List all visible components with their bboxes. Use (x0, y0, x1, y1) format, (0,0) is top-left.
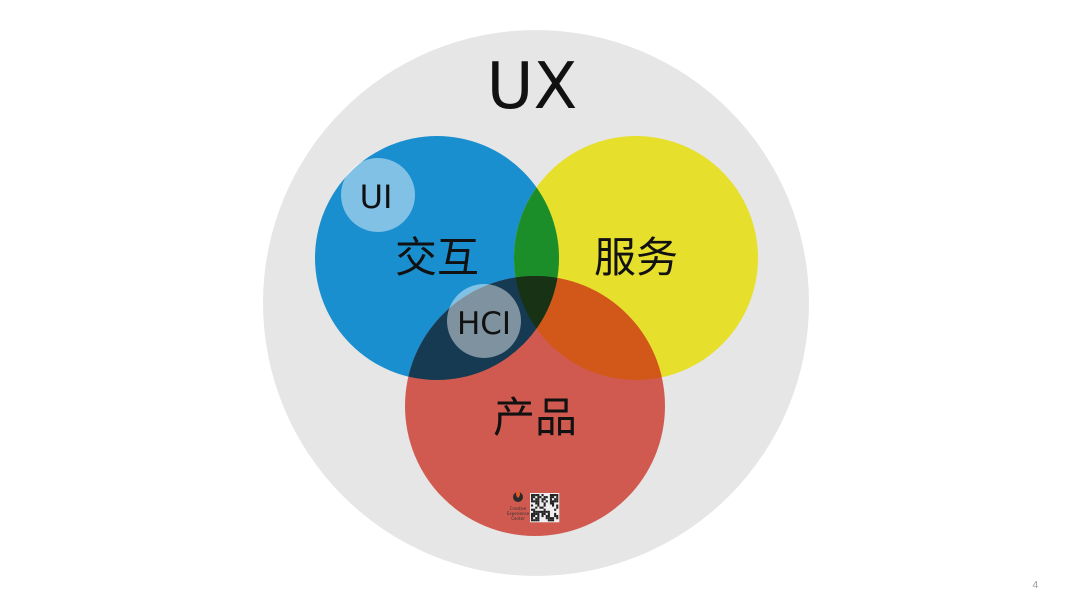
product-label: 产品 (493, 393, 577, 442)
ui-label: UI (360, 178, 393, 216)
qr-code (530, 493, 560, 523)
logo-text-2: Experience (507, 511, 530, 516)
service-product-overlap (514, 276, 665, 380)
page-number: 4 (1032, 580, 1038, 591)
brand-logo: Creative Experience Center (507, 490, 530, 521)
hci-badge (447, 284, 521, 358)
hci-label: HCI (457, 306, 511, 342)
logo-text-3: Center (511, 516, 525, 521)
service-label: 服务 (594, 233, 678, 282)
interaction-label: 交互 (395, 233, 479, 282)
ux-label: UX (487, 50, 578, 124)
interaction-product-overlap (405, 276, 559, 380)
logo-text-1: Creative (510, 506, 527, 511)
ui-badge (341, 158, 415, 232)
